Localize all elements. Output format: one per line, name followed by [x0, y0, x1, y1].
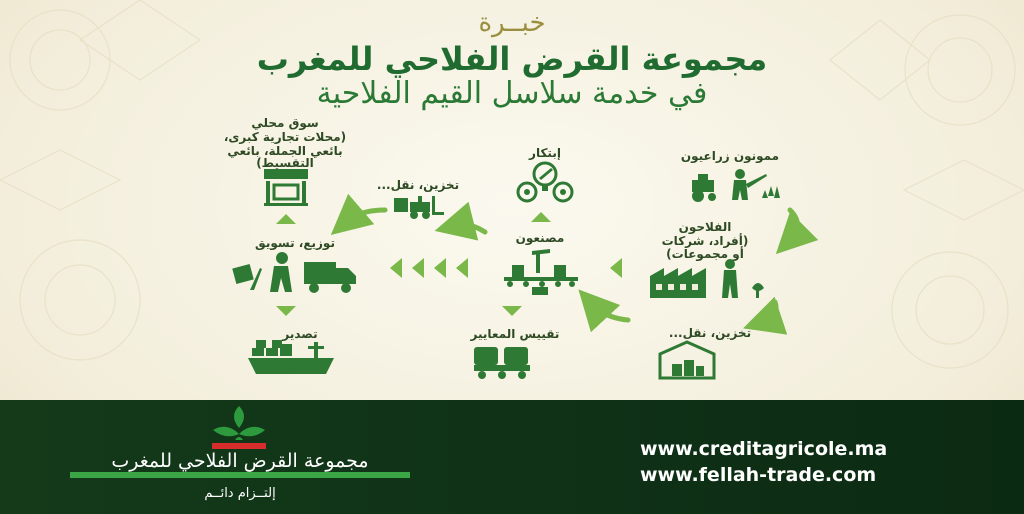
label-standards: تقييس المعايير — [470, 327, 560, 341]
arrow-storage-to-distribution — [330, 193, 388, 236]
label-farmers-line3: أو مجموعات) — [666, 247, 744, 261]
headline-expertise: خبــرة — [478, 8, 546, 38]
label-farmers-title: الفلاحون — [678, 220, 732, 234]
flow-arrows — [276, 193, 819, 335]
label-local-market-line2: (محلات تجارية كبرى، — [223, 130, 347, 144]
brand-red-bar — [212, 443, 266, 449]
label-distribution: توزيع، تسويق — [255, 236, 335, 250]
arrow-farmers-to-manufacturers — [610, 258, 622, 278]
arrow-manufacturers-to-storage-top — [434, 201, 488, 241]
link-fellah-trade[interactable]: www.fellah-trade.com — [640, 464, 877, 486]
suppliers-icon — [692, 169, 780, 202]
standards-icon — [474, 347, 530, 379]
label-innovation: إبتكار — [529, 146, 561, 160]
label-export: تصدير — [282, 327, 318, 341]
label-local-market-line4: التقسيط) — [256, 156, 314, 170]
label-suppliers: ممونون زراعيون — [680, 149, 780, 163]
arrow-distribution-to-export — [276, 306, 296, 316]
shop-icon — [264, 169, 308, 206]
arrow-suppliers-to-farmers — [775, 207, 819, 255]
distribution-icon — [232, 252, 356, 293]
label-local-market-title: سوق محلي — [251, 116, 319, 130]
background-pattern — [0, 0, 1024, 369]
factory-robot-icon — [504, 249, 578, 295]
leaf-logo-icon — [213, 406, 265, 440]
label-storage-bottom: تخزين، نقل... — [668, 326, 752, 340]
headline-group-name: مجموعة القرض الفلاحي للمغرب — [256, 40, 768, 78]
arrow-manufacturers-to-standards — [502, 306, 522, 316]
label-farmers-line2: (أفراد، شركات — [661, 234, 749, 248]
warehouse-icon — [658, 340, 716, 380]
arrow-storage-to-manufacturers — [578, 289, 631, 333]
link-creditagricole[interactable]: www.creditagricole.ma — [640, 438, 888, 460]
cargo-ship-icon — [248, 340, 334, 374]
label-manufacturers: مصنعون — [515, 231, 565, 245]
brand-name: مجموعة القرض الفلاحي للمغرب — [111, 450, 369, 472]
headline-value-chains: في خدمة سلاسل القيم الفلاحية — [316, 76, 708, 111]
brand-green-bar — [70, 472, 410, 478]
label-local-market-line3: بائعي الجملة، بائعي — [227, 144, 343, 158]
footer: مجموعة القرض الفلاحي للمغرب إلتــزام دائ… — [0, 400, 1024, 514]
farmers-factory-icon — [650, 259, 764, 298]
arrow-farmers-to-storage — [743, 296, 788, 335]
brand-tagline: إلتــزام دائــم — [204, 486, 276, 501]
label-storage-top: تخزين، نقل... — [376, 178, 460, 192]
innovation-gears-icon — [516, 161, 574, 203]
arrow-manufacturers-to-innovation — [531, 212, 551, 222]
arrow-distribution-to-market — [276, 214, 296, 224]
